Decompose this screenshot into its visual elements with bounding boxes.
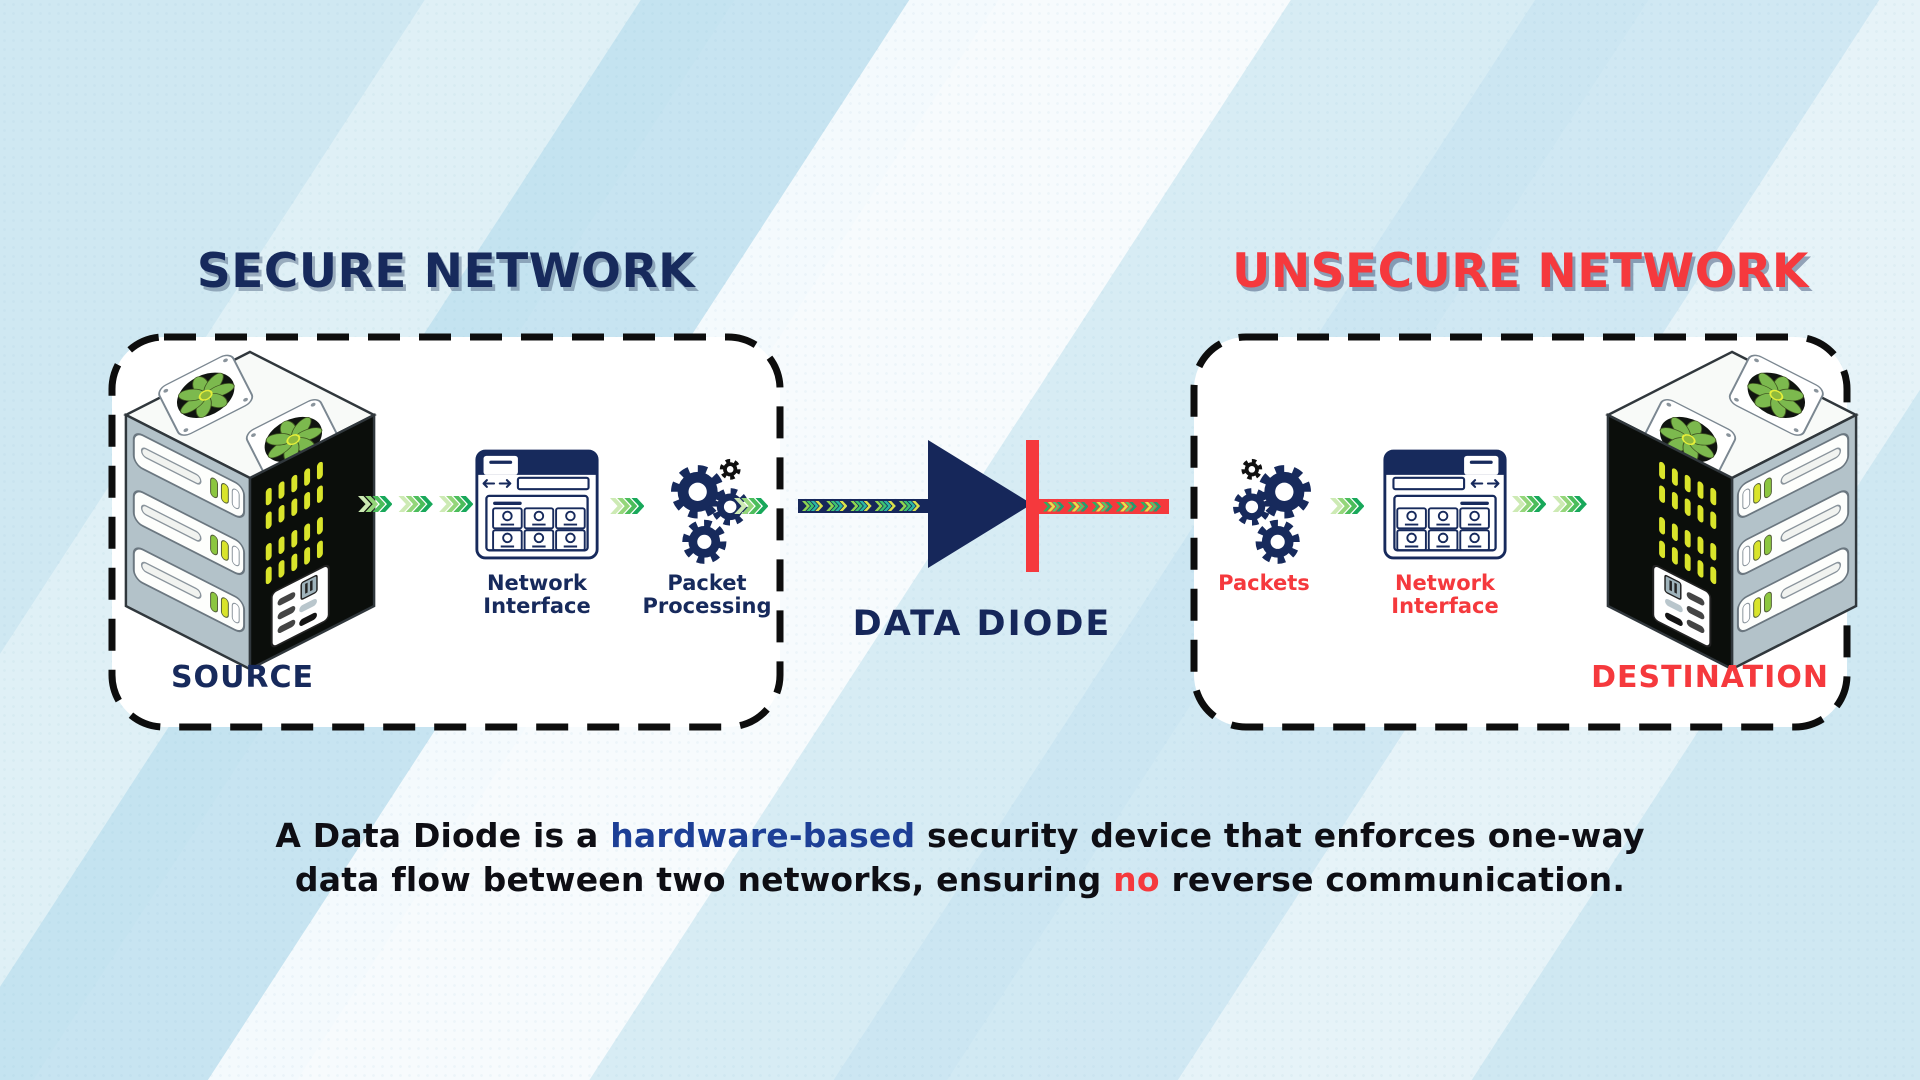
source-label: SOURCE: [170, 660, 315, 695]
diode-stop-bar: [1026, 440, 1039, 572]
caption: A Data Diode is a hardware-based securit…: [160, 814, 1760, 901]
network-interface-label: Network Interface: [483, 571, 591, 619]
packet-processing-label: Packet Processing: [642, 571, 772, 619]
diode-triangle-icon: [928, 440, 1032, 568]
secure-network-title: SECURE NETWORK: [196, 244, 696, 299]
flow-arrows-icon: [734, 498, 774, 515]
caption-line-1: A Data Diode is a hardware-based securit…: [275, 816, 1645, 855]
caption-highlight-blue: hardware-based: [610, 816, 916, 855]
caption-highlight-red: no: [1113, 859, 1160, 899]
destination-label: DESTINATION: [1591, 660, 1829, 695]
flow-arrows-icon: [358, 496, 479, 513]
network-interface-icon: [1382, 448, 1508, 561]
network-interface-icon: [474, 448, 600, 561]
destination-server-icon: [1602, 348, 1862, 673]
flow-arrows-icon: [610, 498, 650, 515]
caption-line-2: data flow between two networks, ensuring…: [294, 859, 1626, 899]
one-way-flow-bar: [798, 499, 928, 513]
packets-label: Packets: [1218, 571, 1310, 595]
blocked-flow-bar: [1039, 499, 1169, 514]
unsecure-network-title: UNSECURE NETWORK: [1232, 244, 1809, 299]
flow-arrows-icon: [1512, 496, 1593, 513]
data-diode-label: DATA DIODE: [852, 604, 1112, 644]
flow-arrows-icon: [1330, 498, 1370, 515]
network-interface-label: Network Interface: [1391, 571, 1499, 619]
source-server-icon: [120, 348, 380, 673]
packets-icon: [1226, 452, 1326, 570]
